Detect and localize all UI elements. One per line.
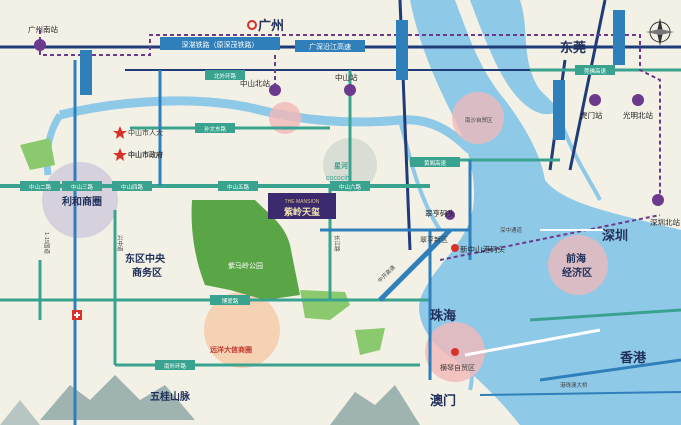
nansha-zone bbox=[452, 92, 504, 144]
guanfo-label: 莞佛高速 bbox=[584, 67, 607, 75]
city-guangzhou: 广州 bbox=[258, 18, 284, 33]
project-marker[interactable] bbox=[268, 193, 336, 219]
star-icon bbox=[113, 148, 127, 161]
station-guangming[interactable]: 光明北站 bbox=[623, 94, 653, 120]
zimaling-park bbox=[191, 200, 300, 300]
compass-icon bbox=[646, 18, 674, 46]
zhongshan5-label: 中山五路 bbox=[227, 183, 250, 191]
yuanyang-zone bbox=[204, 292, 280, 368]
district-qianhai-2: 经济区 bbox=[562, 266, 592, 279]
station-guangzhou-south[interactable]: 广州南站 bbox=[28, 24, 58, 51]
xinghe-label: 星河 bbox=[334, 161, 348, 170]
station-zhuhai[interactable]: 翠亨码头 bbox=[425, 208, 455, 220]
shenzhong-label: 深中通道 bbox=[500, 226, 523, 234]
district-nansha: 南沙自贸区 bbox=[465, 116, 493, 124]
xingzhong-label: 兴中道 bbox=[116, 235, 124, 252]
station-humen[interactable]: 虎门站 bbox=[580, 94, 603, 120]
svg-text:中山北站: 中山北站 bbox=[240, 78, 270, 88]
shenzhan-railway bbox=[39, 30, 661, 200]
city-shenzhen: 深圳 bbox=[602, 228, 628, 243]
zhongshan2-label: 中山二路 bbox=[29, 183, 52, 191]
gangzhuao-label: 港珠澳大桥 bbox=[560, 381, 588, 389]
npc-label: 中山市人大 bbox=[128, 128, 163, 137]
huangge-label: 黄阁高速 bbox=[424, 159, 447, 167]
svg-text:广州南站: 广州南站 bbox=[28, 24, 58, 34]
zhongshan3-label: 中山三路 bbox=[71, 183, 94, 191]
project-en: THE MANSION bbox=[285, 199, 320, 205]
zhonggang-highway bbox=[378, 228, 452, 302]
road-115-label: 1·15国道 bbox=[43, 232, 51, 255]
city-zhuhai: 珠海 bbox=[430, 308, 456, 323]
district-cuiheng: 翠亨新区 bbox=[420, 235, 448, 244]
district-hengqin: 横琴自贸区 bbox=[440, 363, 475, 372]
park-label: 紫马岭公园 bbox=[228, 261, 263, 270]
district-dongqu-1: 东区中央 bbox=[125, 252, 166, 265]
district-wugui: 五桂山脉 bbox=[150, 390, 191, 403]
svg-text:虎门站: 虎门站 bbox=[580, 110, 603, 120]
svg-text:新中山港码头: 新中山港码头 bbox=[460, 244, 505, 254]
station-zhongshan[interactable]: 中山站 bbox=[335, 72, 358, 96]
project-name: 紫岭天玺 bbox=[284, 206, 320, 217]
station-zhongshan-north[interactable]: 中山北站 bbox=[240, 78, 281, 96]
shenhai-road bbox=[568, 0, 607, 171]
district-dongqu-2: 商务区 bbox=[132, 266, 162, 279]
cococity-label: cococity bbox=[326, 175, 352, 182]
svg-text:深圳北站: 深圳北站 bbox=[650, 217, 680, 227]
shenzhan-rail-label: 深湛铁路（原深茂铁路） bbox=[182, 40, 259, 49]
city-hongkong: 香港 bbox=[619, 350, 647, 365]
station-shenzhen-north[interactable]: 深圳北站 bbox=[650, 194, 680, 227]
hospital-icon bbox=[72, 310, 82, 320]
city-dongguan: 东莞 bbox=[560, 40, 586, 55]
star-icon bbox=[113, 126, 127, 139]
port-zhongshan[interactable]: 新中山港码头 bbox=[451, 244, 505, 254]
svg-text:光明北站: 光明北站 bbox=[623, 110, 653, 120]
district-yuanyang: 远洋大信商圈 bbox=[210, 345, 252, 354]
qianhai-zone bbox=[548, 235, 608, 295]
coastal-top-label: 广深沿江高速 bbox=[309, 42, 351, 51]
svg-text:中山站: 中山站 bbox=[335, 72, 358, 82]
shimen-zone bbox=[269, 102, 301, 134]
nanwai-label: 南外环路 bbox=[164, 362, 187, 370]
district-qianhai-1: 前海 bbox=[566, 252, 586, 265]
wugui-mountains bbox=[40, 375, 195, 420]
bohai-label: 博爱路 bbox=[222, 297, 239, 305]
zhongshan6-label: 中山六路 bbox=[339, 183, 362, 191]
zhongshan4-label: 中山四路 bbox=[121, 183, 144, 191]
gov-label: 中山市政府 bbox=[128, 150, 163, 159]
district-lihe: 利和商圈 bbox=[62, 195, 102, 208]
sunwen-east-label: 孙文东路 bbox=[204, 125, 227, 133]
changjiang-label: 长江路 bbox=[333, 235, 341, 252]
gangzhuao-bridge bbox=[464, 328, 601, 357]
beiwai-label: 北外环路 bbox=[214, 72, 237, 80]
svg-text:翠亨码头: 翠亨码头 bbox=[425, 208, 455, 218]
city-macau: 澳门 bbox=[430, 393, 456, 408]
